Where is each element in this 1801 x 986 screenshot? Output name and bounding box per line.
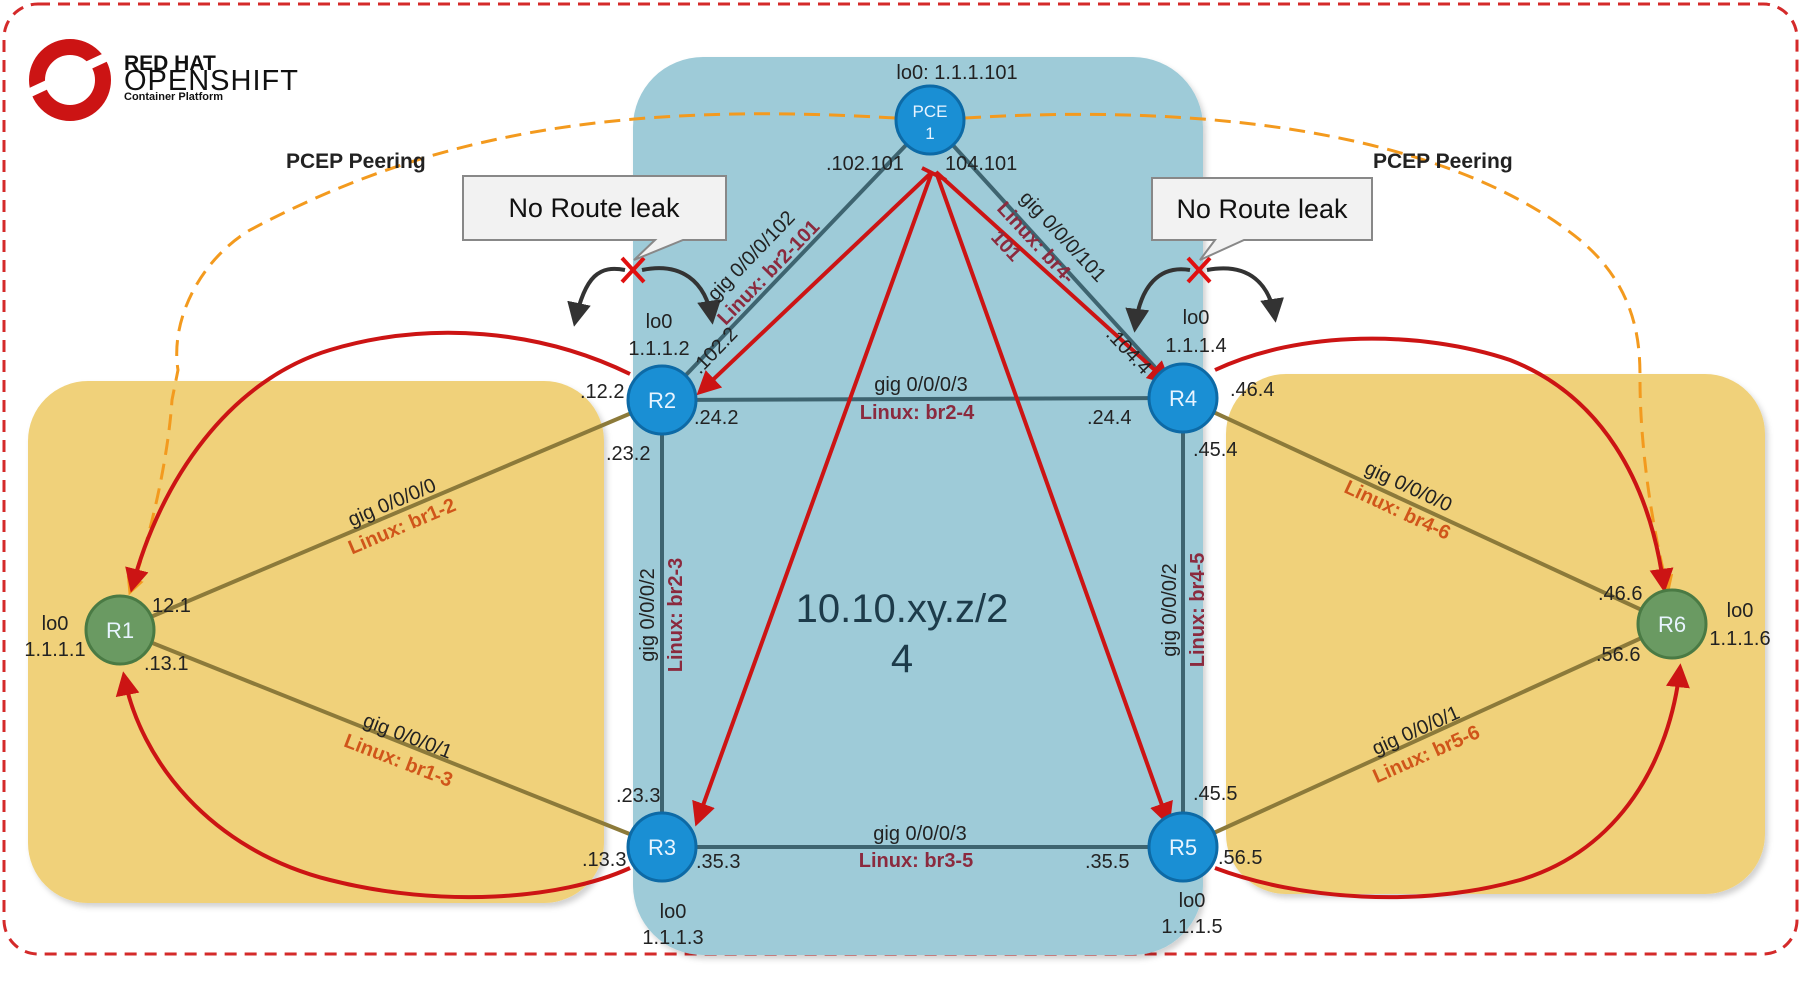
addr-r2-24: .24.2 [694,407,738,429]
node-r1[interactable]: R1 [84,594,156,666]
addr-r6-56: .56.6 [1596,644,1640,666]
callout-left: No Route leak [462,175,727,261]
addr-r3-23: .23.3 [616,785,660,807]
pcep-peering-left-label: PCEP Peering [286,150,426,173]
link-r1-r2 [119,398,663,632]
leak-arrow-left-b [641,266,722,325]
subnet-label-line2: 4 [891,637,913,681]
r2-lo-label: lo0 [646,311,673,333]
lsp-r4-r6 [1214,336,1674,593]
r5-ip-label: 1.1.1.5 [1161,916,1222,938]
lsp-r2-r1 [125,330,631,593]
node-r6[interactable]: R6 [1636,588,1708,660]
addr-r4-45: .45.4 [1193,439,1237,461]
leak-arrow-left-a [567,266,626,327]
logo-line1: RED HAT [124,52,216,75]
addr-pce-102: .102.101 [826,153,904,175]
leak-arrow-right-a [1125,267,1191,333]
logo-line2: OPENSHIFT [124,65,299,97]
pcep-peering-left [126,112,896,596]
addr-r1-12: 12.1 [152,595,191,617]
redhat-logo: RED HAT OPENSHIFT Container Platform [22,39,299,121]
leak-arrow-right-b [1206,266,1284,323]
addr-r5-56: .56.5 [1218,847,1262,869]
addr-r4-24: .24.4 [1087,407,1131,429]
link-r1-r3 [119,628,663,849]
node-pce-label1: PCE [913,102,948,121]
addr-r2-12: .12.2 [580,381,624,403]
r2-ip-label: 1.1.1.2 [628,338,689,360]
lsp-r3-r1 [115,671,631,900]
logo-ring-icon [29,39,111,121]
blocked-x-icon-right [1186,256,1212,284]
addr-r5-45: .45.5 [1193,783,1237,805]
addr-r3-35: .35.3 [696,851,740,873]
link-r4-r6 [1182,396,1673,626]
pce-lo-label: lo0: 1.1.1.101 [896,62,1017,84]
link-pce-r4 [928,118,1185,400]
link-r2-r3-linux: Linux: br2-3 [665,558,687,672]
node-r4[interactable]: R4 [1147,362,1219,434]
link-r4-r5-gig: gig 0/0/0/2 [1159,563,1181,656]
link-r2-r4-linux: Linux: br2-4 [860,402,975,424]
lsp-pce-r3 [692,171,934,827]
link-r2-r4-gig: gig 0/0/0/3 [874,374,967,396]
r1-ip-label: 1.1.1.1 [24,639,85,661]
node-r5[interactable]: R5 [1147,811,1219,883]
r1-lo-label: lo0 [42,613,69,635]
logo-line3: Container Platform [124,91,223,103]
addr-pce-104: 104.101 [945,153,1017,175]
addr-r2-23: .23.2 [606,443,650,465]
lsp-pce-r2 [696,170,934,396]
addr-r3-13: .13.3 [582,849,626,871]
pcep-peering-right-label: PCEP Peering [1373,150,1513,173]
node-r2-label: R2 [648,388,676,413]
addr-r6-46: .46.6 [1598,583,1642,605]
link-r5-r6 [1182,622,1673,849]
node-r3-label: R3 [648,835,676,860]
callout-right-text: No Route leak [1176,194,1348,224]
r5-lo-label: lo0 [1179,890,1206,912]
link-r3-r5-gig: gig 0/0/0/3 [873,823,966,845]
link-r3-r5-linux: Linux: br3-5 [859,850,973,872]
node-r4-label: R4 [1169,386,1197,411]
addr-r1-13: .13.1 [144,653,188,675]
node-r6-label: R6 [1658,612,1686,637]
link-r2-r3-gig: gig 0/0/0/2 [637,568,659,661]
r6-ip-label: 1.1.1.6 [1709,628,1770,650]
link-r2-r4 [661,396,1184,402]
node-r3[interactable]: R3 [626,811,698,883]
pcep-peering-right [964,112,1674,594]
subnet-label-line1: 10.10.xy.z/2 [796,587,1009,631]
callout-right: No Route leak [1151,177,1373,261]
addr-r5-35: .35.5 [1085,851,1129,873]
node-pce-label2: 1 [925,124,934,143]
node-r2[interactable]: R2 [626,364,698,436]
node-r1-label: R1 [106,618,134,643]
lsp-pce-r5 [934,171,1173,827]
link-r4-r5-linux: Linux: br4-5 [1187,553,1209,667]
r3-ip-label: 1.1.1.3 [642,927,703,949]
r4-ip-label: 1.1.1.4 [1165,335,1226,357]
addr-r4-46: .46.4 [1230,379,1274,401]
link-pce-r2 [660,118,932,402]
callout-left-text: No Route leak [508,193,680,223]
left-region [28,381,604,903]
lsp-pce-r4 [934,170,1172,386]
lsp-r5-r6 [1214,663,1690,900]
r6-lo-label: lo0 [1727,600,1754,622]
r4-lo-label: lo0 [1183,307,1210,329]
blocked-x-icon-left [620,256,646,284]
node-pce[interactable]: PCE 1 [894,84,966,156]
r3-lo-label: lo0 [660,901,687,923]
node-r5-label: R5 [1169,835,1197,860]
pce-hub-mark [921,166,947,182]
outer-frame [2,2,1799,956]
